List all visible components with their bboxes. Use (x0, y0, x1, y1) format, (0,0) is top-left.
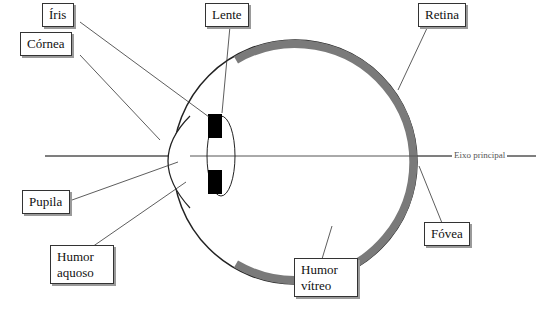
callout-box: Humor vítreo (294, 258, 358, 297)
iris-upper (208, 114, 222, 138)
leader-line (398, 26, 428, 90)
iris-lower (208, 170, 222, 194)
leader-line (222, 26, 230, 113)
callout-box: Pupila (22, 190, 70, 214)
part-name: Fóvea (431, 226, 463, 242)
leader-line (419, 166, 442, 223)
callout-box: Retina (418, 3, 466, 27)
part-name: Retina (425, 7, 459, 23)
callout-box: Lente (205, 3, 249, 27)
leader-line (80, 22, 209, 117)
leader-line (72, 162, 178, 200)
cornea-shape (168, 116, 190, 208)
callout-box: Íris (42, 3, 74, 27)
part-name: Humor vítreo (301, 262, 351, 293)
callout-box: Córnea (20, 32, 72, 56)
part-name: Pupila (29, 194, 63, 210)
leader-line (92, 182, 186, 247)
leader-line (322, 226, 332, 259)
leader-lines (72, 22, 442, 259)
eyeball-outline (173, 40, 417, 284)
part-name: Córnea (27, 36, 65, 52)
axis-label: Eixo principal (452, 150, 507, 160)
part-name: Humor aquoso (57, 249, 107, 280)
leader-line (80, 55, 160, 140)
part-name: Lente (212, 7, 242, 23)
retina-band (236, 44, 413, 280)
callout-box: Humor aquoso (50, 245, 114, 284)
part-name: Íris (49, 7, 67, 23)
callout-box: Fóvea (424, 222, 470, 246)
